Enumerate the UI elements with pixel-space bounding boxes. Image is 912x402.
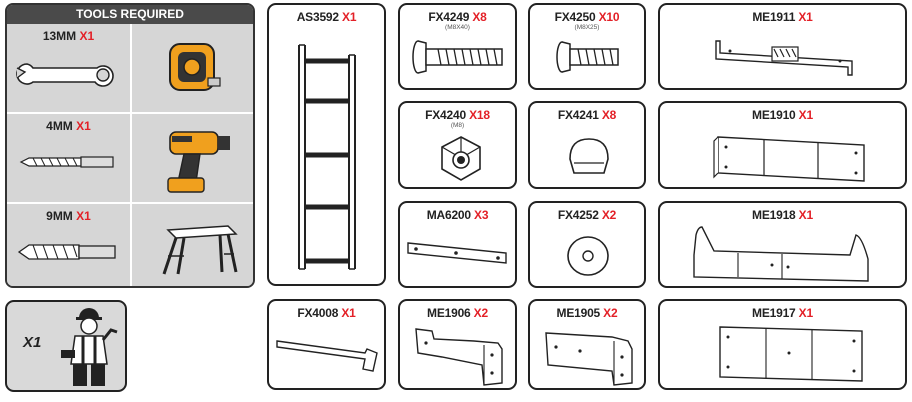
part-code: ME1910	[752, 108, 796, 122]
part-size: (M8)	[450, 122, 465, 129]
tool-qty-label: X1	[76, 119, 91, 133]
long-bolt-icon	[412, 40, 503, 74]
tool-cell-drill-bit-small: 4MM X1	[7, 114, 132, 204]
worker-icon	[61, 308, 118, 386]
mount-bracket-icon	[545, 332, 633, 386]
part-card-me1910: ME1910 X1	[658, 101, 907, 189]
back-plate-icon	[719, 326, 863, 382]
ladder-frame-icon	[298, 44, 356, 270]
part-code: ME1906	[427, 306, 471, 320]
part-qty: X8	[601, 108, 617, 122]
tool-qty-label: X1	[76, 209, 91, 223]
part-card-fx4249: FX4249 X8 (M8X40)	[398, 3, 517, 90]
wall-plate-icon	[713, 136, 865, 182]
part-card-fx4252: FX4252 X2	[528, 201, 646, 288]
part-size: (M8X40)	[445, 24, 470, 31]
worker-qty-label: X1	[23, 334, 42, 351]
part-card-ma6200: MA6200 X3	[398, 201, 517, 288]
part-qty: X1	[341, 306, 356, 320]
shelf-bracket-icon	[693, 226, 869, 282]
tool-cell-power-drill	[132, 114, 253, 204]
power-drill-icon	[167, 131, 230, 193]
tool-size-label: 13MM	[42, 29, 77, 43]
tool-qty-label: X1	[79, 29, 95, 43]
short-bolt-icon	[556, 41, 619, 73]
tool-cell-drill-bit-large: 9MM X1	[7, 204, 132, 286]
tool-cell-tape-measure	[132, 24, 253, 114]
tool-cell-step-platform	[132, 204, 253, 286]
part-code: FX4250	[554, 10, 596, 24]
part-qty: X18	[469, 108, 490, 122]
part-card-fx4008: FX4008 X1	[267, 299, 386, 390]
part-qty: X1	[342, 10, 357, 24]
part-qty: X1	[798, 306, 813, 320]
bracket-bar-icon	[715, 40, 853, 76]
part-code: ME1911	[752, 10, 796, 24]
part-card-me1911: ME1911 X1	[658, 3, 907, 90]
tape-measure-icon	[169, 43, 221, 91]
part-code: FX4249	[428, 10, 470, 24]
part-code: FX4241	[557, 108, 599, 122]
tool-cell-wrench: 13MM X1	[7, 24, 132, 114]
part-card-me1906: ME1906 X2	[398, 299, 517, 390]
part-code: ME1905	[556, 306, 601, 320]
part-qty: X3	[474, 208, 489, 222]
part-qty: X1	[798, 108, 813, 122]
part-code: ME1917	[752, 306, 796, 320]
wrench-icon	[16, 63, 114, 87]
part-qty: X1	[798, 208, 813, 222]
washer-icon	[567, 236, 609, 276]
part-code: FX4008	[297, 306, 339, 320]
tool-size-label: 9MM	[46, 209, 73, 223]
tools-required-panel: TOOLS REQUIRED 13MM X1 4MM X1	[5, 3, 255, 288]
part-qty: X1	[798, 10, 813, 24]
workers-required-box: X1	[5, 300, 127, 392]
part-card-as3592: AS3592 X1	[267, 3, 386, 286]
cap-nut-icon	[569, 138, 609, 174]
part-card-me1905: ME1905 X2	[528, 299, 646, 390]
part-size: (M8X25)	[574, 24, 600, 31]
part-code: MA6200	[426, 208, 471, 222]
part-card-fx4240: FX4240 X18 (M8)	[398, 101, 517, 189]
part-qty: X2	[601, 208, 617, 222]
drill-bit-9mm-icon	[17, 244, 116, 260]
drill-bit-4mm-icon	[19, 156, 114, 168]
tools-required-header: TOOLS REQUIRED	[7, 5, 253, 24]
part-code: FX4240	[425, 108, 466, 122]
part-qty: X8	[472, 10, 487, 24]
allen-key-icon	[276, 340, 378, 372]
flat-strap-icon	[407, 242, 507, 264]
part-code: FX4252	[557, 208, 599, 222]
part-code: ME1918	[752, 208, 796, 222]
part-qty: X10	[598, 10, 620, 24]
hex-nut-icon	[441, 136, 481, 181]
part-qty: X2	[603, 306, 618, 320]
part-card-fx4250: FX4250 X10 (M8X25)	[528, 3, 646, 90]
part-code: AS3592	[296, 10, 339, 24]
tool-size-label: 4MM	[46, 119, 73, 133]
part-card-me1918: ME1918 X1	[658, 201, 907, 288]
step-platform-icon	[162, 225, 238, 275]
part-card-me1917: ME1917 X1	[658, 299, 907, 390]
part-card-fx4241: FX4241 X8	[528, 101, 646, 189]
hinge-bracket-icon	[415, 328, 503, 386]
part-qty: X2	[473, 306, 488, 320]
